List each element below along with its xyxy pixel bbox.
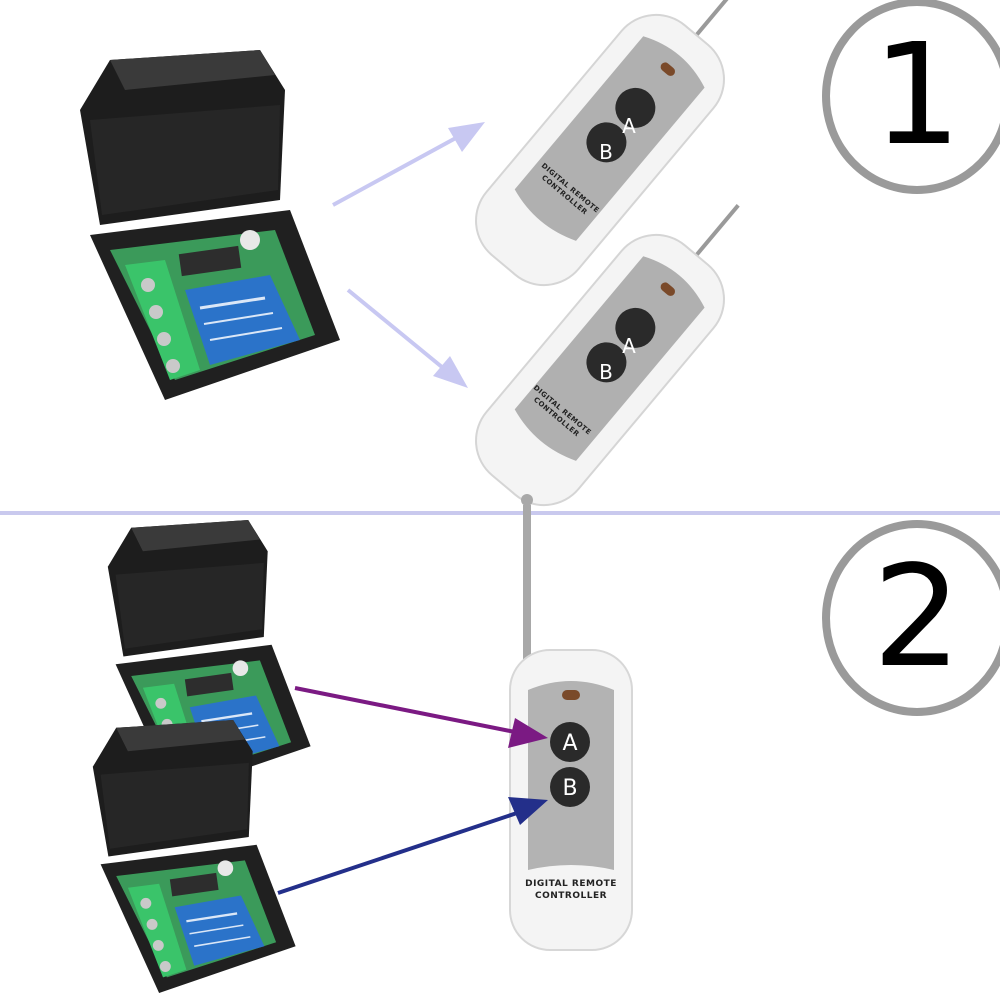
remote-bottom-button-b: B: [599, 360, 613, 384]
remote-large-button-a-label: A: [562, 731, 577, 756]
remote-large-button-a: A: [550, 722, 590, 762]
remote-large-antenna: [521, 494, 533, 660]
arrow-light-top: [332, 122, 485, 207]
remote-bottom: [456, 204, 744, 525]
remote-bottom-button-a: A: [622, 334, 636, 358]
remote-large-label: DIGITAL REMOTE CONTROLLER: [516, 878, 626, 902]
remote-label-line1: DIGITAL REMOTE: [525, 879, 617, 889]
arrow-light-bottom: [346, 288, 468, 388]
remote-label-line2: CONTROLLER: [534, 891, 608, 901]
arrow-to-button-a: [294, 686, 548, 748]
remote-top-button-a: A: [622, 114, 636, 138]
remote-large-button-b-label: B: [562, 776, 577, 801]
section-number-1: 1: [822, 0, 1000, 194]
section-number-2: 2: [822, 520, 1000, 716]
arrow-to-button-b: [277, 797, 548, 895]
section-divider: [0, 511, 1000, 515]
relay-receiver-module-1: [78, 48, 342, 402]
remote-top: [456, 0, 756, 305]
remote-top-button-b: B: [599, 140, 613, 164]
remote-large-button-b: B: [550, 767, 590, 807]
